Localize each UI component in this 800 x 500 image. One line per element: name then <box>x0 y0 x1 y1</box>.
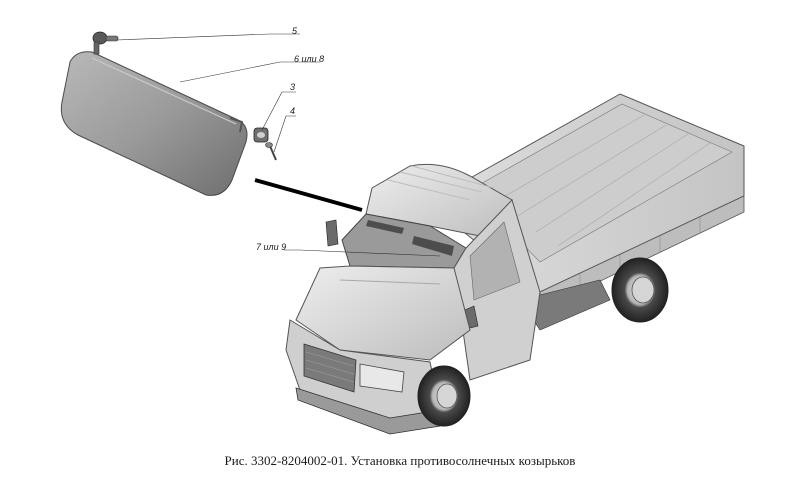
headlight <box>359 363 405 393</box>
callout-7-or-9: 7 или 9 <box>256 242 286 252</box>
figure-caption: Рис. 3302-8204002-01. Установка противос… <box>224 453 576 468</box>
pointer-arrow <box>254 178 363 212</box>
left-mirror <box>325 219 339 247</box>
visor-hinge-part <box>92 31 119 55</box>
callout-4: 4 <box>290 106 295 116</box>
callout-3: 3 <box>290 82 295 92</box>
screw-part <box>265 142 277 161</box>
sun-visor <box>60 51 248 196</box>
visor-installed-leader <box>284 249 441 257</box>
callout-6-or-8: 6 или 8 <box>294 54 324 64</box>
grille <box>303 343 357 393</box>
part-leader-lines <box>116 33 320 153</box>
callout-5: 5 <box>292 26 298 36</box>
visor-holder-part <box>253 127 269 143</box>
truck-illustration <box>285 93 745 435</box>
